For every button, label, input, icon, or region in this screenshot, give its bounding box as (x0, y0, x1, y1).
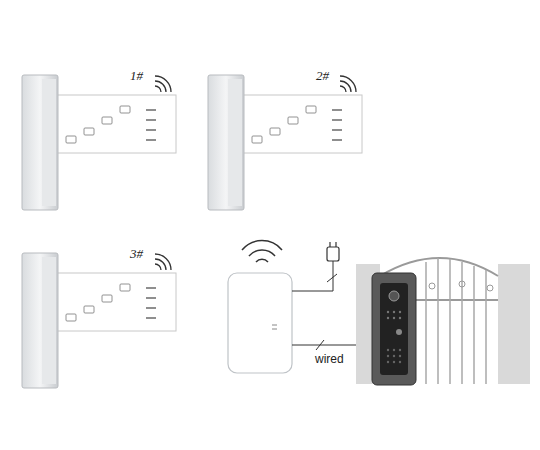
indoor-monitor (22, 253, 176, 388)
door-camera (372, 273, 416, 385)
gate (356, 258, 530, 384)
wireless-symbol (155, 76, 171, 92)
unit-number: 1# (128, 69, 145, 83)
unit-number: 2# (314, 69, 331, 83)
wireless-symbol (242, 241, 282, 262)
wireless-transceiver (228, 273, 292, 373)
unit-number: 3# (128, 247, 145, 261)
power-adapter (292, 242, 339, 291)
indoor-monitor (22, 75, 176, 210)
wire-label: wired (313, 352, 346, 366)
wireless-symbol (155, 254, 171, 270)
indoor-monitor (208, 75, 362, 210)
wireless-symbol (340, 76, 356, 92)
